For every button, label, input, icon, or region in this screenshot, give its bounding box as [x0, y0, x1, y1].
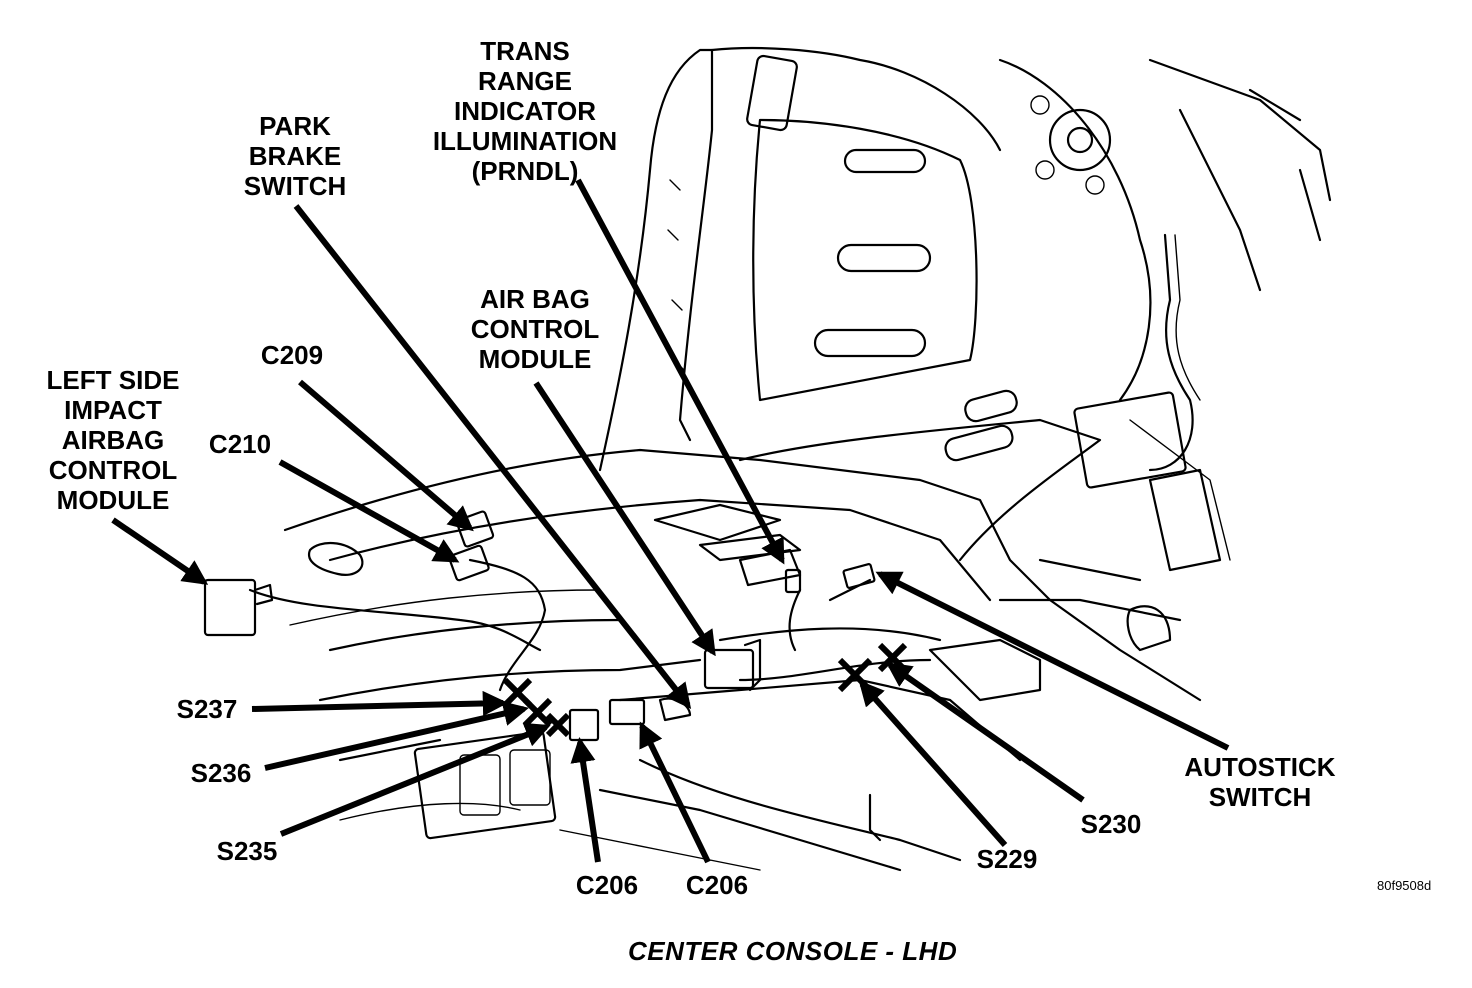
- label-autostick: AUTOSTICK SWITCH: [1184, 752, 1336, 812]
- s236-splice-mark: [522, 697, 553, 728]
- label-s229: S229: [976, 844, 1038, 874]
- leader-c206-right: [639, 721, 711, 864]
- leader-s229: [858, 680, 1008, 847]
- leader-s236: [264, 701, 529, 771]
- label-park-brake: PARK BRAKE SWITCH: [243, 111, 347, 201]
- leader-s230: [885, 662, 1085, 803]
- c206-right-shape: [608, 698, 646, 726]
- vehicle-body-art: [248, 46, 1332, 872]
- leader-left-side-impact: [111, 517, 209, 585]
- air-bag-module-shape: [703, 648, 755, 690]
- label-air-bag-module: AIR BAG CONTROL MODULE: [470, 284, 600, 374]
- label-s236: S236: [190, 758, 252, 788]
- label-s230: S230: [1080, 809, 1142, 839]
- c206-left-shape: [568, 708, 600, 742]
- leader-c209: [298, 379, 474, 532]
- label-c210: C210: [208, 429, 272, 459]
- leader-air-bag-module: [533, 381, 716, 657]
- s235-splice-mark: [545, 712, 571, 738]
- reference-code: 80f9508d: [1377, 878, 1432, 893]
- components: [203, 510, 876, 742]
- leader-s235: [279, 722, 551, 837]
- label-c206-right: C206: [685, 870, 749, 900]
- leader-autostick: [875, 571, 1230, 751]
- autostick-connector-shape: [842, 563, 876, 589]
- left-impact-airbag-module-shape: [203, 578, 257, 637]
- c210-connector-shape: [448, 544, 490, 582]
- prndl-plug-shape: [784, 568, 802, 594]
- leader-c206-left: [570, 737, 601, 863]
- figure-caption: CENTER CONSOLE - LHD: [628, 936, 958, 966]
- leader-arrows: [111, 178, 1230, 864]
- label-c206-left: C206: [575, 870, 639, 900]
- label-trans-range: TRANS RANGE INDICATOR ILLUMINATION (PRND…: [432, 36, 618, 186]
- leader-trans-range: [575, 178, 785, 565]
- label-c209: C209: [260, 340, 324, 370]
- label-s237: S237: [176, 694, 238, 724]
- leader-s237: [251, 690, 509, 717]
- label-s235: S235: [216, 836, 278, 866]
- leader-c210: [278, 459, 460, 563]
- leader-park-brake: [293, 204, 692, 709]
- label-left-side-impact: LEFT SIDE IMPACT AIRBAG CONTROL MODULE: [46, 365, 180, 515]
